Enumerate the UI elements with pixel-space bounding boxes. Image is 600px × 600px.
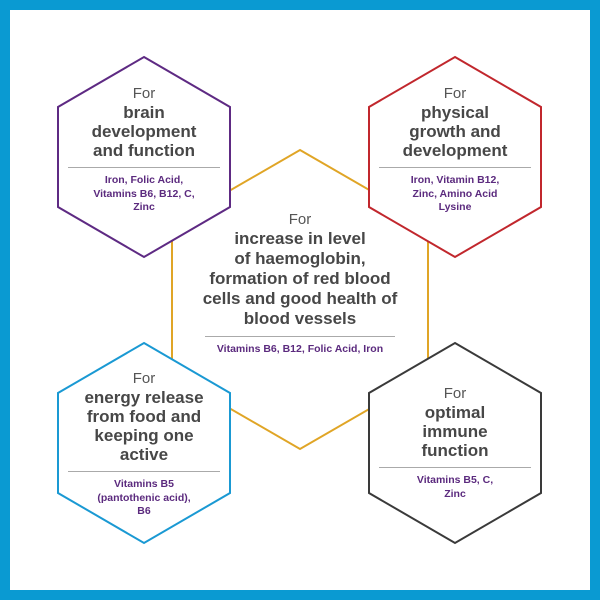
brain-hexagon (57, 55, 231, 259)
ingredients: Vitamins B5 (pantothenic acid), B6 (97, 478, 191, 517)
for-label: For (132, 85, 156, 102)
energy-card: For energy release from food and keeping… (64, 370, 224, 519)
for-label: For (132, 370, 156, 387)
ingredients: Iron, Vitamin B12, Zinc, Amino Acid Lysi… (410, 174, 500, 213)
divider (205, 336, 395, 337)
card-title: brain development and function (91, 103, 197, 160)
for-label: For (443, 385, 467, 402)
growth-hexagon (368, 55, 542, 259)
divider (68, 167, 220, 168)
card-title: increase in level of haemoglobin, format… (202, 229, 398, 328)
card-title: energy release from food and keeping one… (84, 388, 204, 464)
divider (379, 167, 531, 168)
immune-card: For optimal immune function Vitamins B5,… (375, 385, 535, 501)
blood-card: For increase in level of haemoglobin, fo… (190, 211, 410, 357)
energy-hexagon (57, 341, 231, 545)
divider (379, 467, 531, 468)
ingredients: Vitamins B6, B12, Folic Acid, Iron (216, 343, 384, 355)
card-title: optimal immune function (421, 403, 489, 460)
brain-card: For brain development and function Iron,… (64, 85, 224, 215)
card-title: physical growth and development (402, 103, 508, 160)
for-label: For (288, 211, 312, 228)
ingredients: Iron, Folic Acid, Vitamins B6, B12, C, Z… (93, 174, 195, 213)
immune-hexagon (368, 341, 542, 545)
divider (68, 471, 220, 472)
growth-card: For physical growth and development Iron… (375, 85, 535, 215)
for-label: For (443, 85, 467, 102)
ingredients: Vitamins B5, C, Zinc (416, 474, 494, 500)
